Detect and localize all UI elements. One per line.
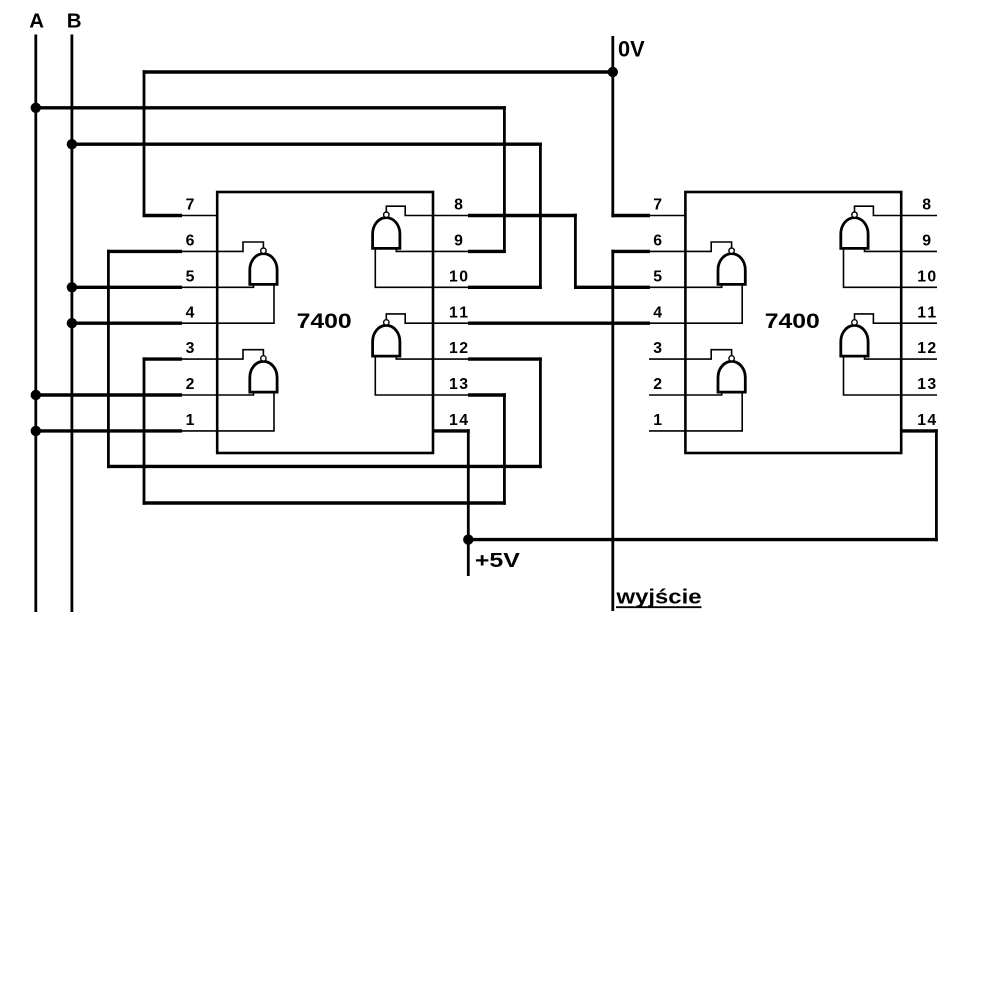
svg-text:14: 14 bbox=[449, 412, 468, 429]
svg-text:B: B bbox=[67, 10, 82, 33]
svg-text:5: 5 bbox=[653, 268, 662, 285]
svg-text:9: 9 bbox=[922, 233, 931, 250]
svg-text:0V: 0V bbox=[618, 36, 645, 61]
svg-text:3: 3 bbox=[186, 340, 195, 357]
svg-text:11: 11 bbox=[917, 304, 936, 321]
svg-text:1: 1 bbox=[653, 412, 662, 429]
svg-text:10: 10 bbox=[449, 268, 468, 285]
svg-text:+5V: +5V bbox=[475, 550, 521, 572]
svg-text:10: 10 bbox=[917, 268, 936, 285]
svg-text:8: 8 bbox=[922, 197, 931, 214]
svg-text:14: 14 bbox=[917, 412, 936, 429]
svg-text:12: 12 bbox=[449, 340, 468, 357]
svg-text:8: 8 bbox=[454, 197, 463, 214]
svg-text:13: 13 bbox=[917, 376, 936, 393]
svg-text:3: 3 bbox=[653, 340, 662, 357]
svg-text:12: 12 bbox=[917, 340, 936, 357]
svg-text:4: 4 bbox=[186, 304, 195, 321]
svg-text:2: 2 bbox=[653, 376, 662, 393]
svg-text:7: 7 bbox=[186, 197, 195, 214]
svg-text:4: 4 bbox=[653, 304, 662, 321]
svg-text:1: 1 bbox=[186, 412, 195, 429]
svg-text:7: 7 bbox=[653, 197, 662, 214]
svg-text:9: 9 bbox=[454, 233, 463, 250]
svg-text:11: 11 bbox=[449, 304, 468, 321]
svg-text:6: 6 bbox=[186, 233, 195, 250]
svg-text:6: 6 bbox=[653, 233, 662, 250]
svg-text:13: 13 bbox=[449, 376, 468, 393]
svg-text:7400: 7400 bbox=[765, 308, 820, 333]
svg-text:7400: 7400 bbox=[297, 308, 352, 333]
svg-text:A: A bbox=[29, 10, 44, 33]
svg-text:5: 5 bbox=[186, 268, 195, 285]
svg-text:wyjście: wyjście bbox=[615, 587, 701, 609]
svg-text:2: 2 bbox=[186, 376, 195, 393]
